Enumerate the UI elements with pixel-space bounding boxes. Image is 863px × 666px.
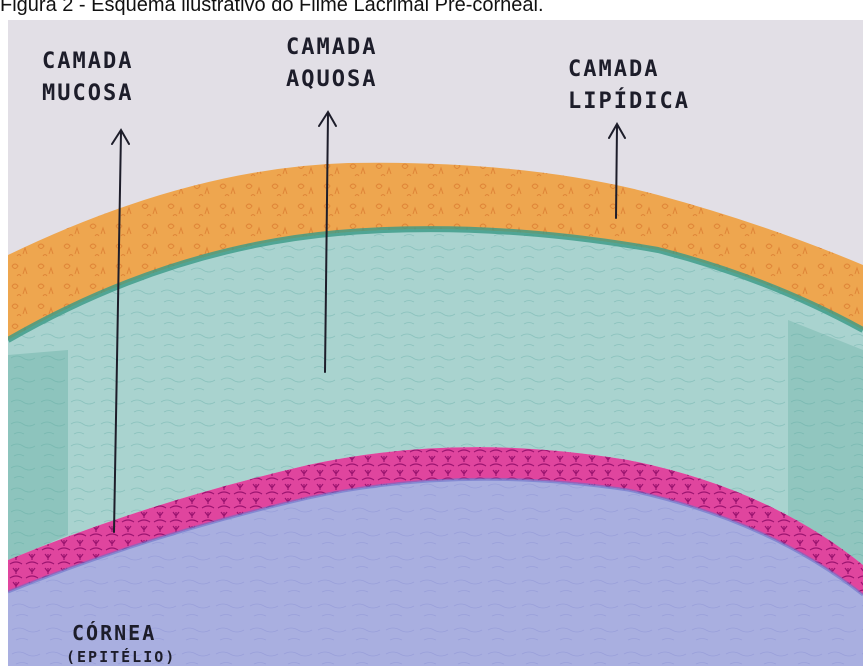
label-lipidica-line2: LIPÍDICA (568, 88, 690, 114)
label-cornea-line1: CÓRNEA (72, 621, 156, 645)
label-lipidica-line1: CAMADA (568, 57, 659, 82)
label-mucosa-line1: CAMADA (42, 49, 133, 74)
label-mucosa-line2: MUCOSA (42, 81, 133, 106)
label-aquosa-line2: AQUOSA (286, 67, 377, 92)
figure-caption: Figura 2 - Esquema ilustrativo do Filme … (0, 0, 863, 20)
tear-film-illustration: CAMADA MUCOSA CAMADA AQUOSA CAMADA LIPÍD… (8, 20, 863, 666)
label-aquosa-line1: CAMADA (286, 35, 377, 60)
label-cornea: CÓRNEA (EPITÉLIO) (66, 621, 176, 666)
label-cornea-line2: (EPITÉLIO) (66, 647, 176, 666)
